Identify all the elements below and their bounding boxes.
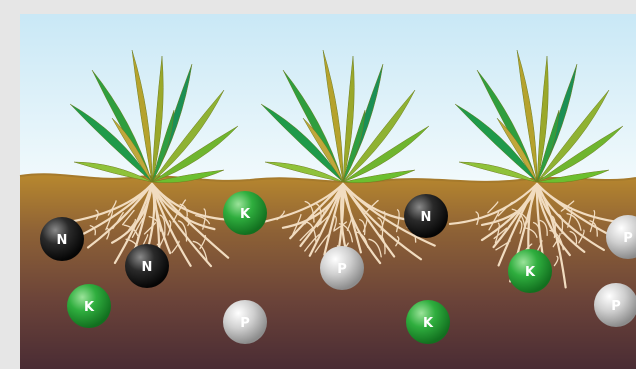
nitrogen-ball: N xyxy=(125,244,169,288)
potassium-label: K xyxy=(525,265,536,280)
nitrogen-label: N xyxy=(142,260,153,275)
potassium-ball: K xyxy=(406,300,450,344)
potassium-label: K xyxy=(240,207,251,222)
nitrogen-ball: N xyxy=(40,217,84,261)
nitrogen-label: N xyxy=(57,233,68,248)
phosphorus-label: P xyxy=(611,299,621,314)
potassium-label: K xyxy=(423,316,434,331)
potassium-ball: K xyxy=(223,191,267,235)
nitrogen-label: N xyxy=(421,210,432,225)
potassium-label: K xyxy=(84,300,95,315)
potassium-ball: K xyxy=(508,249,552,293)
phosphorus-label: P xyxy=(240,316,250,331)
phosphorus-label: P xyxy=(623,231,633,246)
phosphorus-ball: P xyxy=(594,283,636,327)
potassium-ball: K xyxy=(67,284,111,328)
phosphorus-ball: P xyxy=(320,246,364,290)
phosphorus-label: P xyxy=(337,262,347,277)
nitrogen-ball: N xyxy=(404,194,448,238)
phosphorus-ball: P xyxy=(223,300,267,344)
